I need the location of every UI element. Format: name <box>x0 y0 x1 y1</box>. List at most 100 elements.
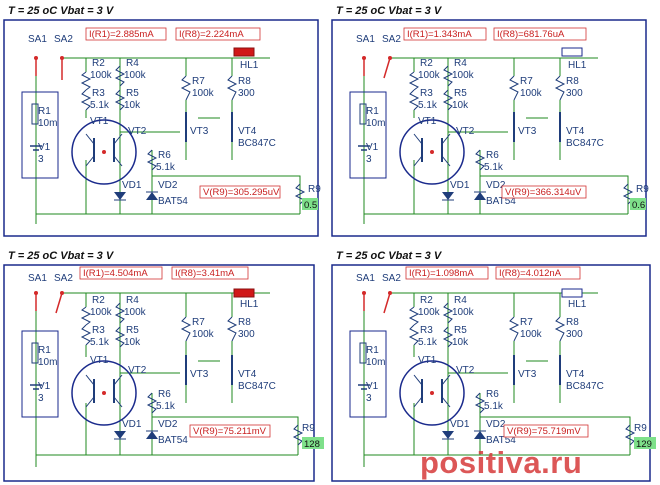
svg-text:VD2: VD2 <box>486 180 506 191</box>
svg-text:BAT54: BAT54 <box>158 196 188 207</box>
svg-text:129: 129 <box>636 439 652 450</box>
circuit-panel-1: T = 25 oC Vbat = 3 V I(R1)=2.885mA I(R8)… <box>0 0 328 240</box>
svg-text:3: 3 <box>38 393 44 404</box>
svg-text:100k: 100k <box>452 307 475 318</box>
svg-text:VT1: VT1 <box>90 116 109 127</box>
transistor-pair-vt1-vt2: VT1 VT2 <box>71 355 147 426</box>
switch-sa2: SA2 <box>54 273 73 314</box>
svg-text:BAT54: BAT54 <box>486 196 516 207</box>
svg-text:100k: 100k <box>452 70 475 81</box>
svg-text:R2: R2 <box>92 295 105 306</box>
resistor-r7: R7 100k <box>508 316 543 342</box>
svg-text:R4: R4 <box>454 295 467 306</box>
transistor-pair-vt1-vt2: VT1 VT2 <box>71 116 147 185</box>
svg-text:300: 300 <box>238 88 255 99</box>
panel-header: T = 25 oC Vbat = 3 V <box>336 5 443 17</box>
wires <box>35 57 301 224</box>
watermark-logo: positiva.ru <box>420 445 655 481</box>
transistor-pair-vt1-vt2: VT1 VT2 <box>399 355 475 426</box>
panel-header: T = 25 oC Vbat = 3 V <box>336 250 443 262</box>
svg-text:R9: R9 <box>634 423 647 434</box>
svg-text:HL1: HL1 <box>240 299 259 310</box>
svg-text:5.1k: 5.1k <box>90 100 110 111</box>
wires <box>363 292 631 467</box>
resistor-r1: R1 10m <box>31 103 57 129</box>
schematic: T = 25 oC Vbat = 3 V I(R1)=4.504mA I(R8)… <box>3 250 324 482</box>
resistor-r5: R5 10k <box>442 325 469 348</box>
resistor-r8: R8 300 <box>554 75 583 101</box>
svg-text:R9: R9 <box>308 184 321 195</box>
svg-text:5.1k: 5.1k <box>484 401 504 412</box>
measurement-v-r9: V(R9)=366.314uV <box>501 185 587 199</box>
transistor-pair-vt1-vt2: VT1 VT2 <box>399 116 475 185</box>
measurement-i-r8: I(R8)=4.012nA <box>495 266 581 280</box>
wires <box>363 57 629 224</box>
circuit-panel-4: T = 25 oC Vbat = 3 V I(R1)=1.098mA I(R8)… <box>328 245 660 485</box>
watermark-brand: positiva <box>420 445 542 480</box>
panel-header: T = 25 oC Vbat = 3 V <box>8 5 115 17</box>
svg-text:R1: R1 <box>366 106 379 117</box>
svg-text:R8: R8 <box>238 76 251 87</box>
svg-text:VD2: VD2 <box>486 419 506 430</box>
svg-text:BAT54: BAT54 <box>158 435 188 446</box>
svg-text:BC847C: BC847C <box>566 381 604 392</box>
svg-text:R4: R4 <box>126 58 139 69</box>
svg-text:HL1: HL1 <box>568 299 587 310</box>
svg-text:R7: R7 <box>520 317 533 328</box>
svg-text:VT2: VT2 <box>456 365 475 376</box>
svg-text:R3: R3 <box>92 88 105 99</box>
resistor-r7: R7 100k <box>180 75 215 101</box>
svg-text:5.1k: 5.1k <box>484 162 504 173</box>
svg-text:BAT54: BAT54 <box>486 435 516 446</box>
svg-text:100k: 100k <box>90 307 113 318</box>
svg-text:R4: R4 <box>126 295 139 306</box>
svg-text:VT1: VT1 <box>418 116 437 127</box>
resistor-r5: R5 10k <box>442 88 469 111</box>
svg-text:HL1: HL1 <box>568 60 587 71</box>
source-v1: V1 3 <box>358 142 379 165</box>
source-v1: V1 3 <box>358 381 379 404</box>
resistor-r5: R5 10k <box>114 325 141 348</box>
transistor-vt3: VT3 <box>185 355 209 385</box>
svg-text:R8: R8 <box>566 76 579 87</box>
watermark-tld: ru <box>550 445 583 480</box>
measurement-i-r1: I(R1)=2.885mA <box>85 27 167 41</box>
svg-text:128: 128 <box>304 439 320 450</box>
diode-vd2: VD2 BAT54 <box>474 180 516 207</box>
measurement-v-r9: V(R9)=75.719mV <box>503 424 589 438</box>
measurement-v-r9: V(R9)=305.295uV <box>199 185 281 199</box>
measurement-i-r8: I(R8)=681.76uA <box>493 27 587 41</box>
svg-text:R6: R6 <box>486 150 499 161</box>
diode-vd2: VD2 BAT54 <box>474 419 516 446</box>
panel-frame <box>331 264 651 482</box>
svg-text:I(R1)=2.885mA: I(R1)=2.885mA <box>89 29 154 40</box>
resistor-r1: R1 10m <box>359 342 385 368</box>
svg-text:I(R1)=4.504mA: I(R1)=4.504mA <box>83 268 148 279</box>
resistor-r8: R8 300 <box>554 316 583 342</box>
panel-frame <box>3 264 315 482</box>
svg-text:R7: R7 <box>192 317 205 328</box>
svg-text:I(R8)=681.76uA: I(R8)=681.76uA <box>497 29 565 40</box>
resistor-r8: R8 300 <box>226 316 255 342</box>
resistor-r2: R2 100k <box>408 295 441 326</box>
resistor-r6: R6 5.1k <box>146 149 176 173</box>
led-hl1: HL1 <box>233 47 259 71</box>
svg-text:3: 3 <box>366 393 372 404</box>
resistor-r4: R4 100k <box>114 295 147 324</box>
svg-text:R5: R5 <box>126 325 139 336</box>
svg-text:VT1: VT1 <box>418 355 437 366</box>
svg-text:10k: 10k <box>452 100 469 111</box>
svg-text:100k: 100k <box>418 70 441 81</box>
svg-text:5.1k: 5.1k <box>418 100 438 111</box>
resistor-r2: R2 100k <box>408 58 441 91</box>
svg-text:R1: R1 <box>366 345 379 356</box>
svg-text:VT4: VT4 <box>238 369 257 380</box>
schematic: T = 25 oC Vbat = 3 V I(R1)=1.343mA I(R8)… <box>331 5 649 237</box>
svg-text:V1: V1 <box>366 381 379 392</box>
svg-text:100k: 100k <box>192 88 215 99</box>
svg-text:100k: 100k <box>90 70 113 81</box>
svg-text:I(R8)=3.41mA: I(R8)=3.41mA <box>175 268 235 279</box>
wires <box>35 292 299 467</box>
svg-text:VD1: VD1 <box>122 419 142 430</box>
svg-text:VT1: VT1 <box>90 355 109 366</box>
